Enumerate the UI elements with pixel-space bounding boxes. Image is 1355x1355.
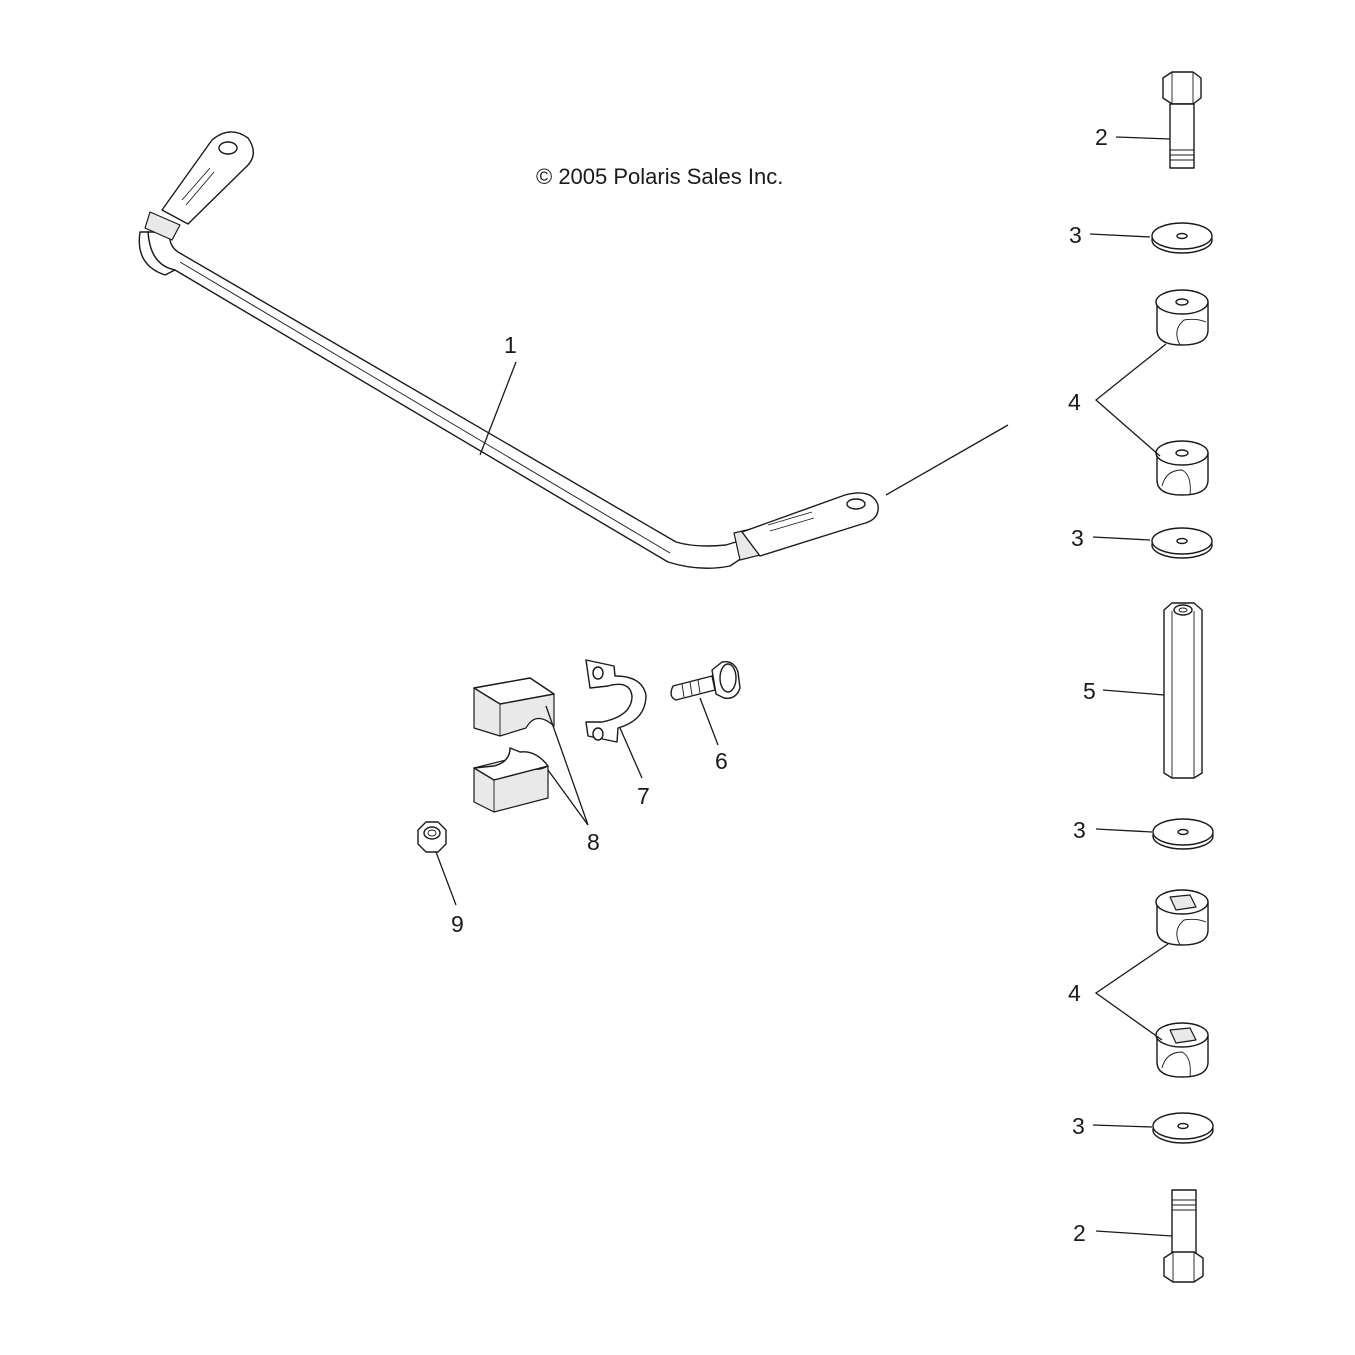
leader-line-1 <box>479 361 517 456</box>
leader-line-4-lower <box>1094 943 1169 1041</box>
washer-c <box>1152 818 1214 850</box>
callout-1: 1 <box>504 332 517 358</box>
leader-line-3-d <box>1092 1124 1153 1128</box>
stabilizer-bar <box>138 131 879 569</box>
bolt-top <box>1162 71 1202 169</box>
bushing-lower-2 <box>1155 1022 1209 1078</box>
callout-4-lower: 4 <box>1068 980 1081 1006</box>
link-alignment-line <box>885 424 1009 496</box>
leader-line-2-bottom <box>1095 1230 1173 1237</box>
bushing-upper-2 <box>1155 440 1209 496</box>
callout-3-d: 3 <box>1072 1113 1085 1139</box>
callout-3-a: 3 <box>1069 222 1082 248</box>
leader-line-4-upper <box>1094 343 1167 457</box>
callout-3-c: 3 <box>1073 817 1086 843</box>
bushing-half-upper <box>473 677 555 737</box>
leader-line-3-b <box>1092 536 1151 541</box>
hex-spacer <box>1163 602 1203 779</box>
leader-line-6 <box>699 697 719 746</box>
leader-line-3-c <box>1095 828 1153 833</box>
copyright-notice: © 2005 Polaris Sales Inc. <box>536 164 783 189</box>
callout-8: 8 <box>587 829 600 855</box>
washer-a <box>1151 222 1213 254</box>
callout-3-b: 3 <box>1071 525 1084 551</box>
callout-2-top: 2 <box>1095 124 1108 150</box>
leader-line-7 <box>619 727 643 779</box>
flange-nut <box>417 821 447 853</box>
callout-6: 6 <box>715 748 728 774</box>
leader-line-3-a <box>1089 233 1151 238</box>
bushing-lower-1 <box>1155 889 1209 946</box>
leader-line-9 <box>435 851 457 906</box>
leader-line-2-top <box>1115 136 1171 140</box>
leader-line-5 <box>1102 689 1165 696</box>
bushing-upper-1 <box>1155 289 1209 346</box>
washer-d <box>1152 1112 1214 1144</box>
clamp-bracket <box>585 659 647 743</box>
bushing-half-lower <box>473 747 549 813</box>
bolt-bottom <box>1163 1189 1204 1283</box>
flange-bolt <box>670 661 741 701</box>
callout-9: 9 <box>451 911 464 937</box>
callout-5: 5 <box>1083 678 1096 704</box>
leader-line-8 <box>545 705 589 826</box>
washer-b <box>1151 527 1213 559</box>
callout-7: 7 <box>637 783 650 809</box>
callout-4-upper: 4 <box>1068 389 1081 415</box>
callout-2-bottom: 2 <box>1073 1220 1086 1246</box>
